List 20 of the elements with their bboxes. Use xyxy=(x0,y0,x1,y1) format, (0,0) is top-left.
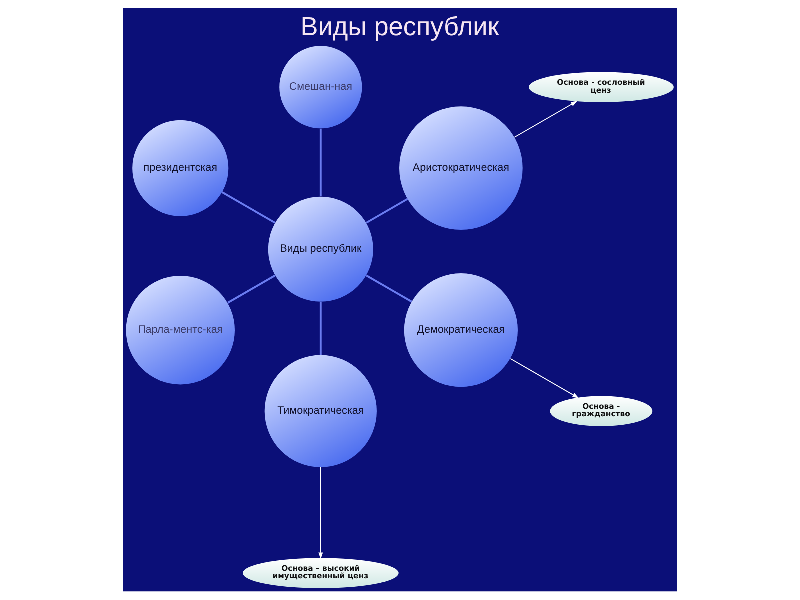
connector xyxy=(366,198,408,224)
connector xyxy=(366,274,412,303)
node-circle: Тимократическая xyxy=(264,355,377,468)
node-ellipse: Основа - сословный ценз xyxy=(528,72,674,102)
connector xyxy=(222,192,276,224)
connector xyxy=(320,128,322,197)
diagram-title: Виды республик xyxy=(300,11,500,42)
connector xyxy=(228,274,276,304)
arrow xyxy=(510,358,580,398)
node-circle: Парла-ментс-кая xyxy=(126,276,235,385)
arrow xyxy=(318,466,324,560)
node-circle: Виды республик xyxy=(268,196,374,302)
node-ellipse: Основа – высокий имущественный ценз xyxy=(242,558,399,588)
node-circle: Смешан-ная xyxy=(280,46,362,129)
arrow xyxy=(514,101,578,138)
node-circle: Аристократическая xyxy=(400,106,523,230)
connector xyxy=(320,302,322,356)
node-circle: Демократическая xyxy=(404,274,518,388)
node-ellipse: Основа - гражданство xyxy=(550,396,653,426)
node-circle: президентская xyxy=(132,120,229,216)
